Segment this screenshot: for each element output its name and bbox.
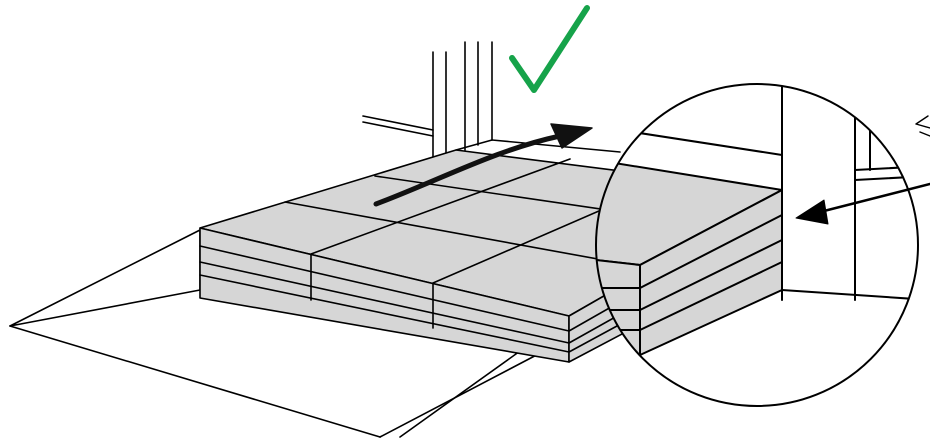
check-icon <box>509 5 590 93</box>
curved-arrow-icon <box>373 123 593 207</box>
pointer-arrow-icon <box>795 182 930 225</box>
magnifier-circle-icon <box>595 83 919 407</box>
layer-lines-front <box>199 245 570 353</box>
edge-sketch-mark <box>915 115 930 137</box>
door-frame <box>362 41 621 159</box>
